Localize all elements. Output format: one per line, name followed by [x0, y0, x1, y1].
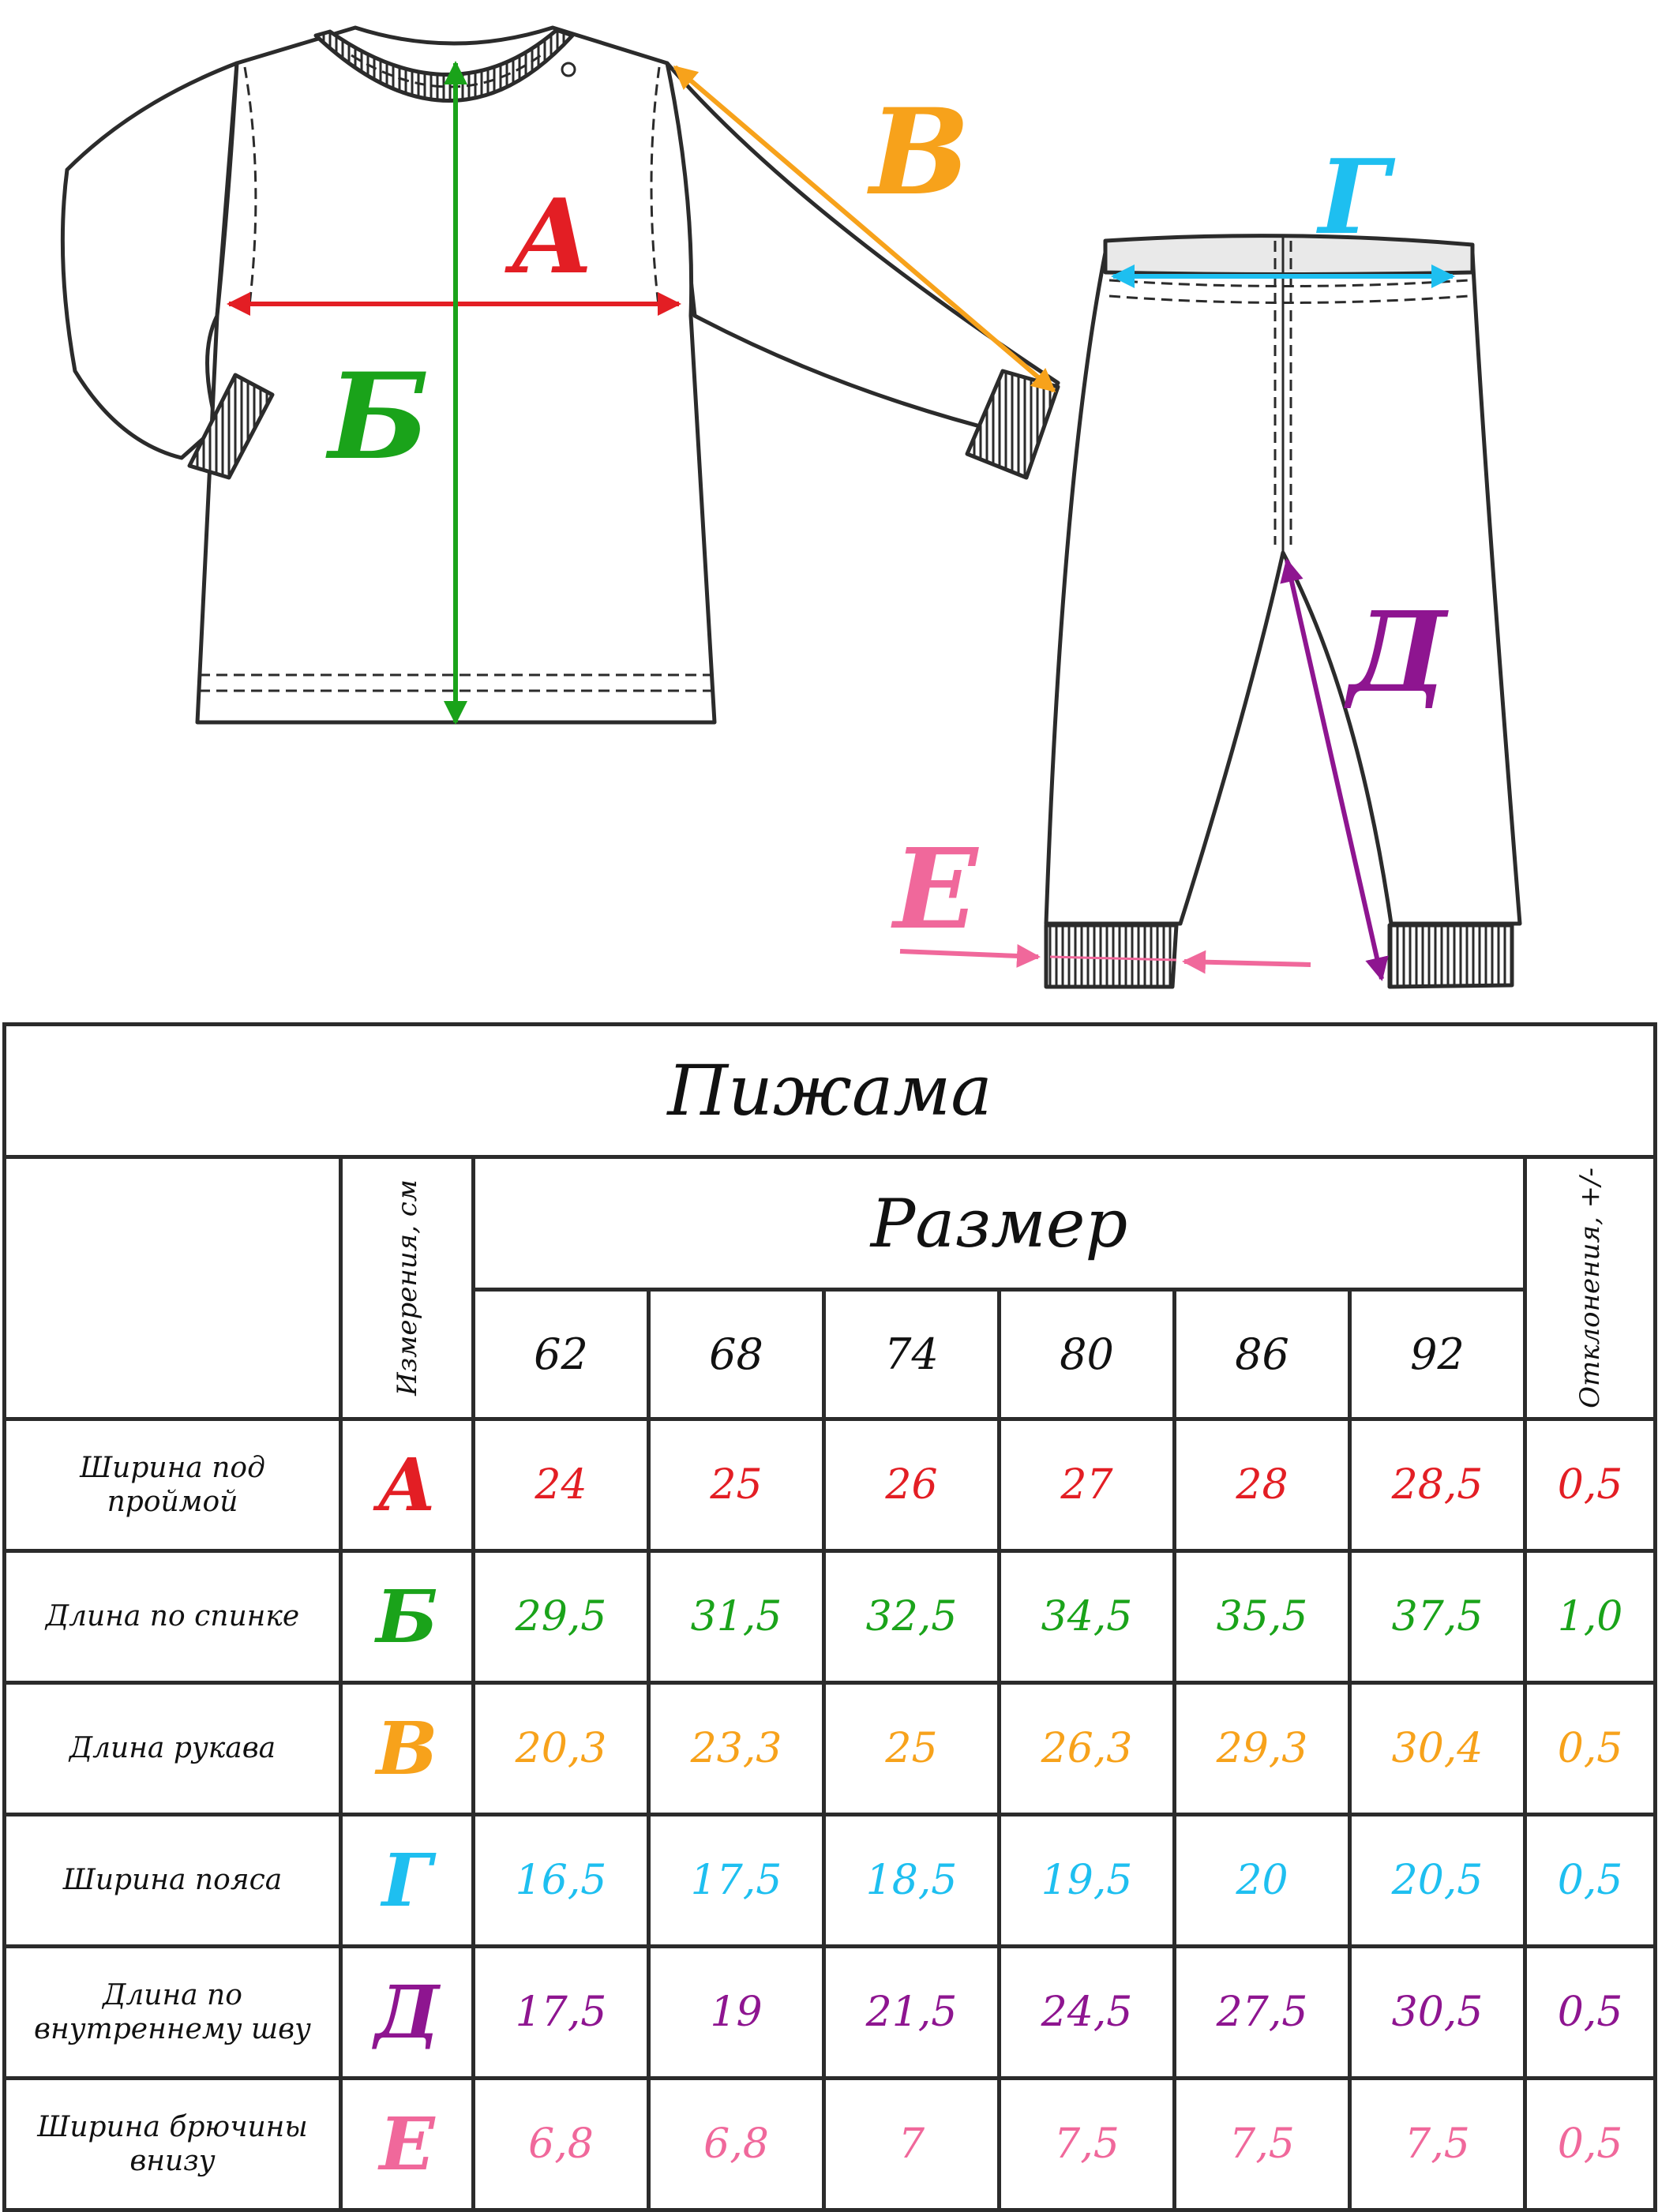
value-cell: 32,5 — [822, 1549, 1001, 1685]
row-letter-d: Д — [339, 1944, 475, 2080]
value-cell: 27,5 — [1172, 1944, 1352, 2080]
row-name-a: Ширина под проймой — [2, 1417, 343, 1553]
value-cell: 30,5 — [1348, 1944, 1527, 2080]
value-cell: 26 — [822, 1417, 1001, 1553]
deviation-header: Отклонения, +/- — [1574, 1168, 1607, 1408]
empty-header-cell — [2, 1155, 343, 1421]
measure-header: Измерения, см — [391, 1179, 423, 1397]
value-cell: 18,5 — [822, 1813, 1001, 1948]
table-row: Ширина пояса Г 16,5 17,5 18,5 19,5 20 20… — [2, 1813, 1658, 1948]
value-cell: 19 — [647, 1944, 826, 2080]
value-cell: 27 — [997, 1417, 1176, 1553]
value-cell: 28 — [1172, 1417, 1352, 1553]
row-letter-g: Г — [339, 1813, 475, 1948]
deviation-header-cell: Отклонения, +/- — [1522, 1155, 1658, 1421]
value-cell: 6,8 — [471, 2076, 651, 2212]
value-cell: 20,3 — [471, 1681, 651, 1816]
row-name-d: Длина по внутреннему шву — [2, 1944, 343, 2080]
value-cell: 7,5 — [1172, 2076, 1352, 2212]
value-cell: 25 — [647, 1417, 826, 1553]
value-cell: 29,5 — [471, 1549, 651, 1685]
table-row: Длина по внутреннему шву Д 17,5 19 21,5 … — [2, 1944, 1658, 2080]
size-68: 68 — [647, 1288, 826, 1421]
label-b: Б — [325, 347, 430, 486]
arrow-v — [673, 65, 1056, 393]
pants-drawing — [1044, 234, 1522, 989]
deviation-cell: 1,0 — [1522, 1549, 1658, 1685]
value-cell: 20,5 — [1348, 1813, 1527, 1948]
value-cell: 17,5 — [471, 1944, 651, 2080]
value-cell: 25 — [822, 1681, 1001, 1816]
value-cell: 37,5 — [1348, 1549, 1527, 1685]
size-80: 80 — [997, 1288, 1176, 1421]
deviation-cell: 0,5 — [1522, 1813, 1658, 1948]
value-cell: 17,5 — [647, 1813, 826, 1948]
value-cell: 16,5 — [471, 1813, 651, 1948]
row-name-b: Длина по спинке — [2, 1549, 343, 1685]
value-cell: 20 — [1172, 1813, 1352, 1948]
value-cell: 34,5 — [997, 1549, 1176, 1685]
size-table: Пижама Измерения, см Размер Отклонения, … — [2, 1022, 1658, 2212]
table-row: Ширина под проймой А 24 25 26 27 28 28,5… — [2, 1417, 1658, 1553]
value-cell: 21,5 — [822, 1944, 1001, 2080]
value-cell: 35,5 — [1172, 1549, 1352, 1685]
value-cell: 28,5 — [1348, 1417, 1527, 1553]
value-cell: 29,3 — [1172, 1681, 1352, 1816]
value-cell: 6,8 — [647, 2076, 826, 2212]
deviation-cell: 0,5 — [1522, 1417, 1658, 1553]
size-62: 62 — [471, 1288, 651, 1421]
row-letter-v: В — [339, 1681, 475, 1816]
row-name-g: Ширина пояса — [2, 1813, 343, 1948]
value-cell: 7,5 — [1348, 2076, 1527, 2212]
row-name-e: Ширина брючины внизу — [2, 2076, 343, 2212]
table-row: Длина рукава В 20,3 23,3 25 26,3 29,3 30… — [2, 1681, 1658, 1816]
size-header: Размер — [471, 1155, 1527, 1292]
size-86: 86 — [1172, 1288, 1352, 1421]
pajama-illustration: А Б В Г Д Е — [0, 0, 1658, 1022]
value-cell: 26,3 — [997, 1681, 1176, 1816]
table-title: Пижама — [2, 1022, 1658, 1159]
value-cell: 7,5 — [997, 2076, 1176, 2212]
size-92: 92 — [1348, 1288, 1527, 1421]
measurement-arrows — [227, 61, 1455, 981]
size-74: 74 — [822, 1288, 1001, 1421]
row-letter-a: А — [339, 1417, 475, 1553]
value-cell: 24 — [471, 1417, 651, 1553]
table-row: Длина по спинке Б 29,5 31,5 32,5 34,5 35… — [2, 1549, 1658, 1685]
value-cell: 23,3 — [647, 1681, 826, 1816]
deviation-cell: 0,5 — [1522, 1681, 1658, 1816]
measure-header-cell: Измерения, см — [339, 1155, 475, 1421]
value-cell: 31,5 — [647, 1549, 826, 1685]
deviation-cell: 0,5 — [1522, 1944, 1658, 2080]
deviation-cell: 0,5 — [1522, 2076, 1658, 2212]
label-d: Д — [1344, 588, 1450, 718]
value-cell: 7 — [822, 2076, 1001, 2212]
arrow-e-right — [1182, 950, 1311, 974]
value-cell: 19,5 — [997, 1813, 1176, 1948]
row-letter-e: Е — [339, 2076, 475, 2212]
row-letter-b: Б — [339, 1549, 475, 1685]
value-cell: 30,4 — [1348, 1681, 1527, 1816]
arrow-e-inner — [1049, 955, 1177, 962]
label-e: Е — [891, 825, 980, 954]
arrow-d — [1280, 558, 1389, 981]
label-a: А — [505, 176, 595, 297]
table-row: Ширина брючины внизу Е 6,8 6,8 7 7,5 7,5… — [2, 2076, 1658, 2212]
label-v: В — [867, 83, 970, 222]
row-name-v: Длина рукава — [2, 1681, 343, 1816]
arrow-e-left — [899, 943, 1041, 968]
label-g: Г — [1315, 137, 1396, 257]
value-cell: 24,5 — [997, 1944, 1176, 2080]
